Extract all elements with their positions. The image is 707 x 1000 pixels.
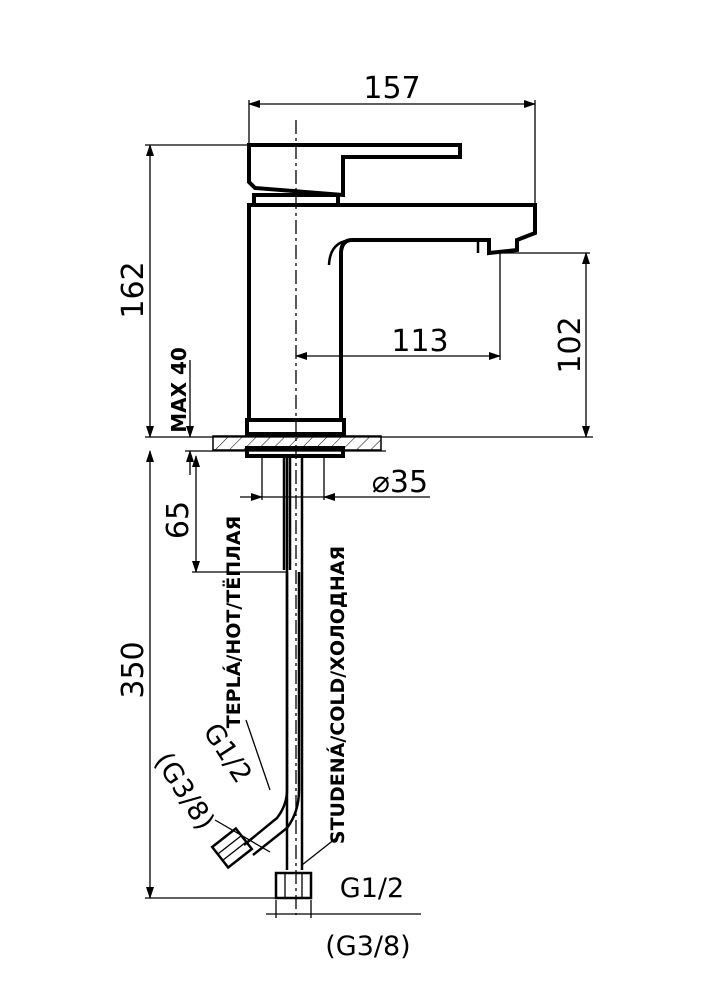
dimension-tail-length: 65 <box>161 455 288 573</box>
dimension-hose-length: 350 <box>116 450 276 899</box>
hot-hose-label: TEPLÁ/HOT/TЁПЛАЯ <box>221 516 245 729</box>
dimension-width: 157 <box>248 71 536 203</box>
cold-thread-label: G1/2 <box>340 873 404 904</box>
countertop <box>145 435 593 452</box>
hot-thread-alt-label: (G3/8) <box>148 747 221 836</box>
cold-hose-label: STUDENÁ/COLD/ХОЛОДНАЯ <box>326 546 349 844</box>
dimension-max-thickness: MAX 40 <box>167 347 194 475</box>
supply-hoses <box>210 456 313 900</box>
dim-35-label: ⌀35 <box>372 465 428 500</box>
dim-102-label: 102 <box>553 316 588 373</box>
dimension-base-diameter: ⌀35 <box>240 458 430 501</box>
dim-157-label: 157 <box>363 71 420 106</box>
dimension-reach: 113 <box>295 253 501 360</box>
thread-labels: G1/2 (G3/8) G1/2 (G3/8) <box>148 718 421 962</box>
dim-113-label: 113 <box>391 324 448 359</box>
dim-350-label: 350 <box>116 641 151 698</box>
dimension-spout-height: 102 <box>500 252 590 438</box>
hose-labels: TEPLÁ/HOT/TЁПЛАЯ STUDENÁ/COLD/ХОЛОДНАЯ <box>221 516 349 866</box>
cold-thread-alt-label: (G3/8) <box>325 931 410 962</box>
dim-max40-label: MAX 40 <box>167 347 191 433</box>
dimension-height: 162 <box>116 144 247 438</box>
faucet-body <box>245 143 537 458</box>
dim-162-label: 162 <box>116 261 151 318</box>
dim-65-label: 65 <box>161 501 196 539</box>
